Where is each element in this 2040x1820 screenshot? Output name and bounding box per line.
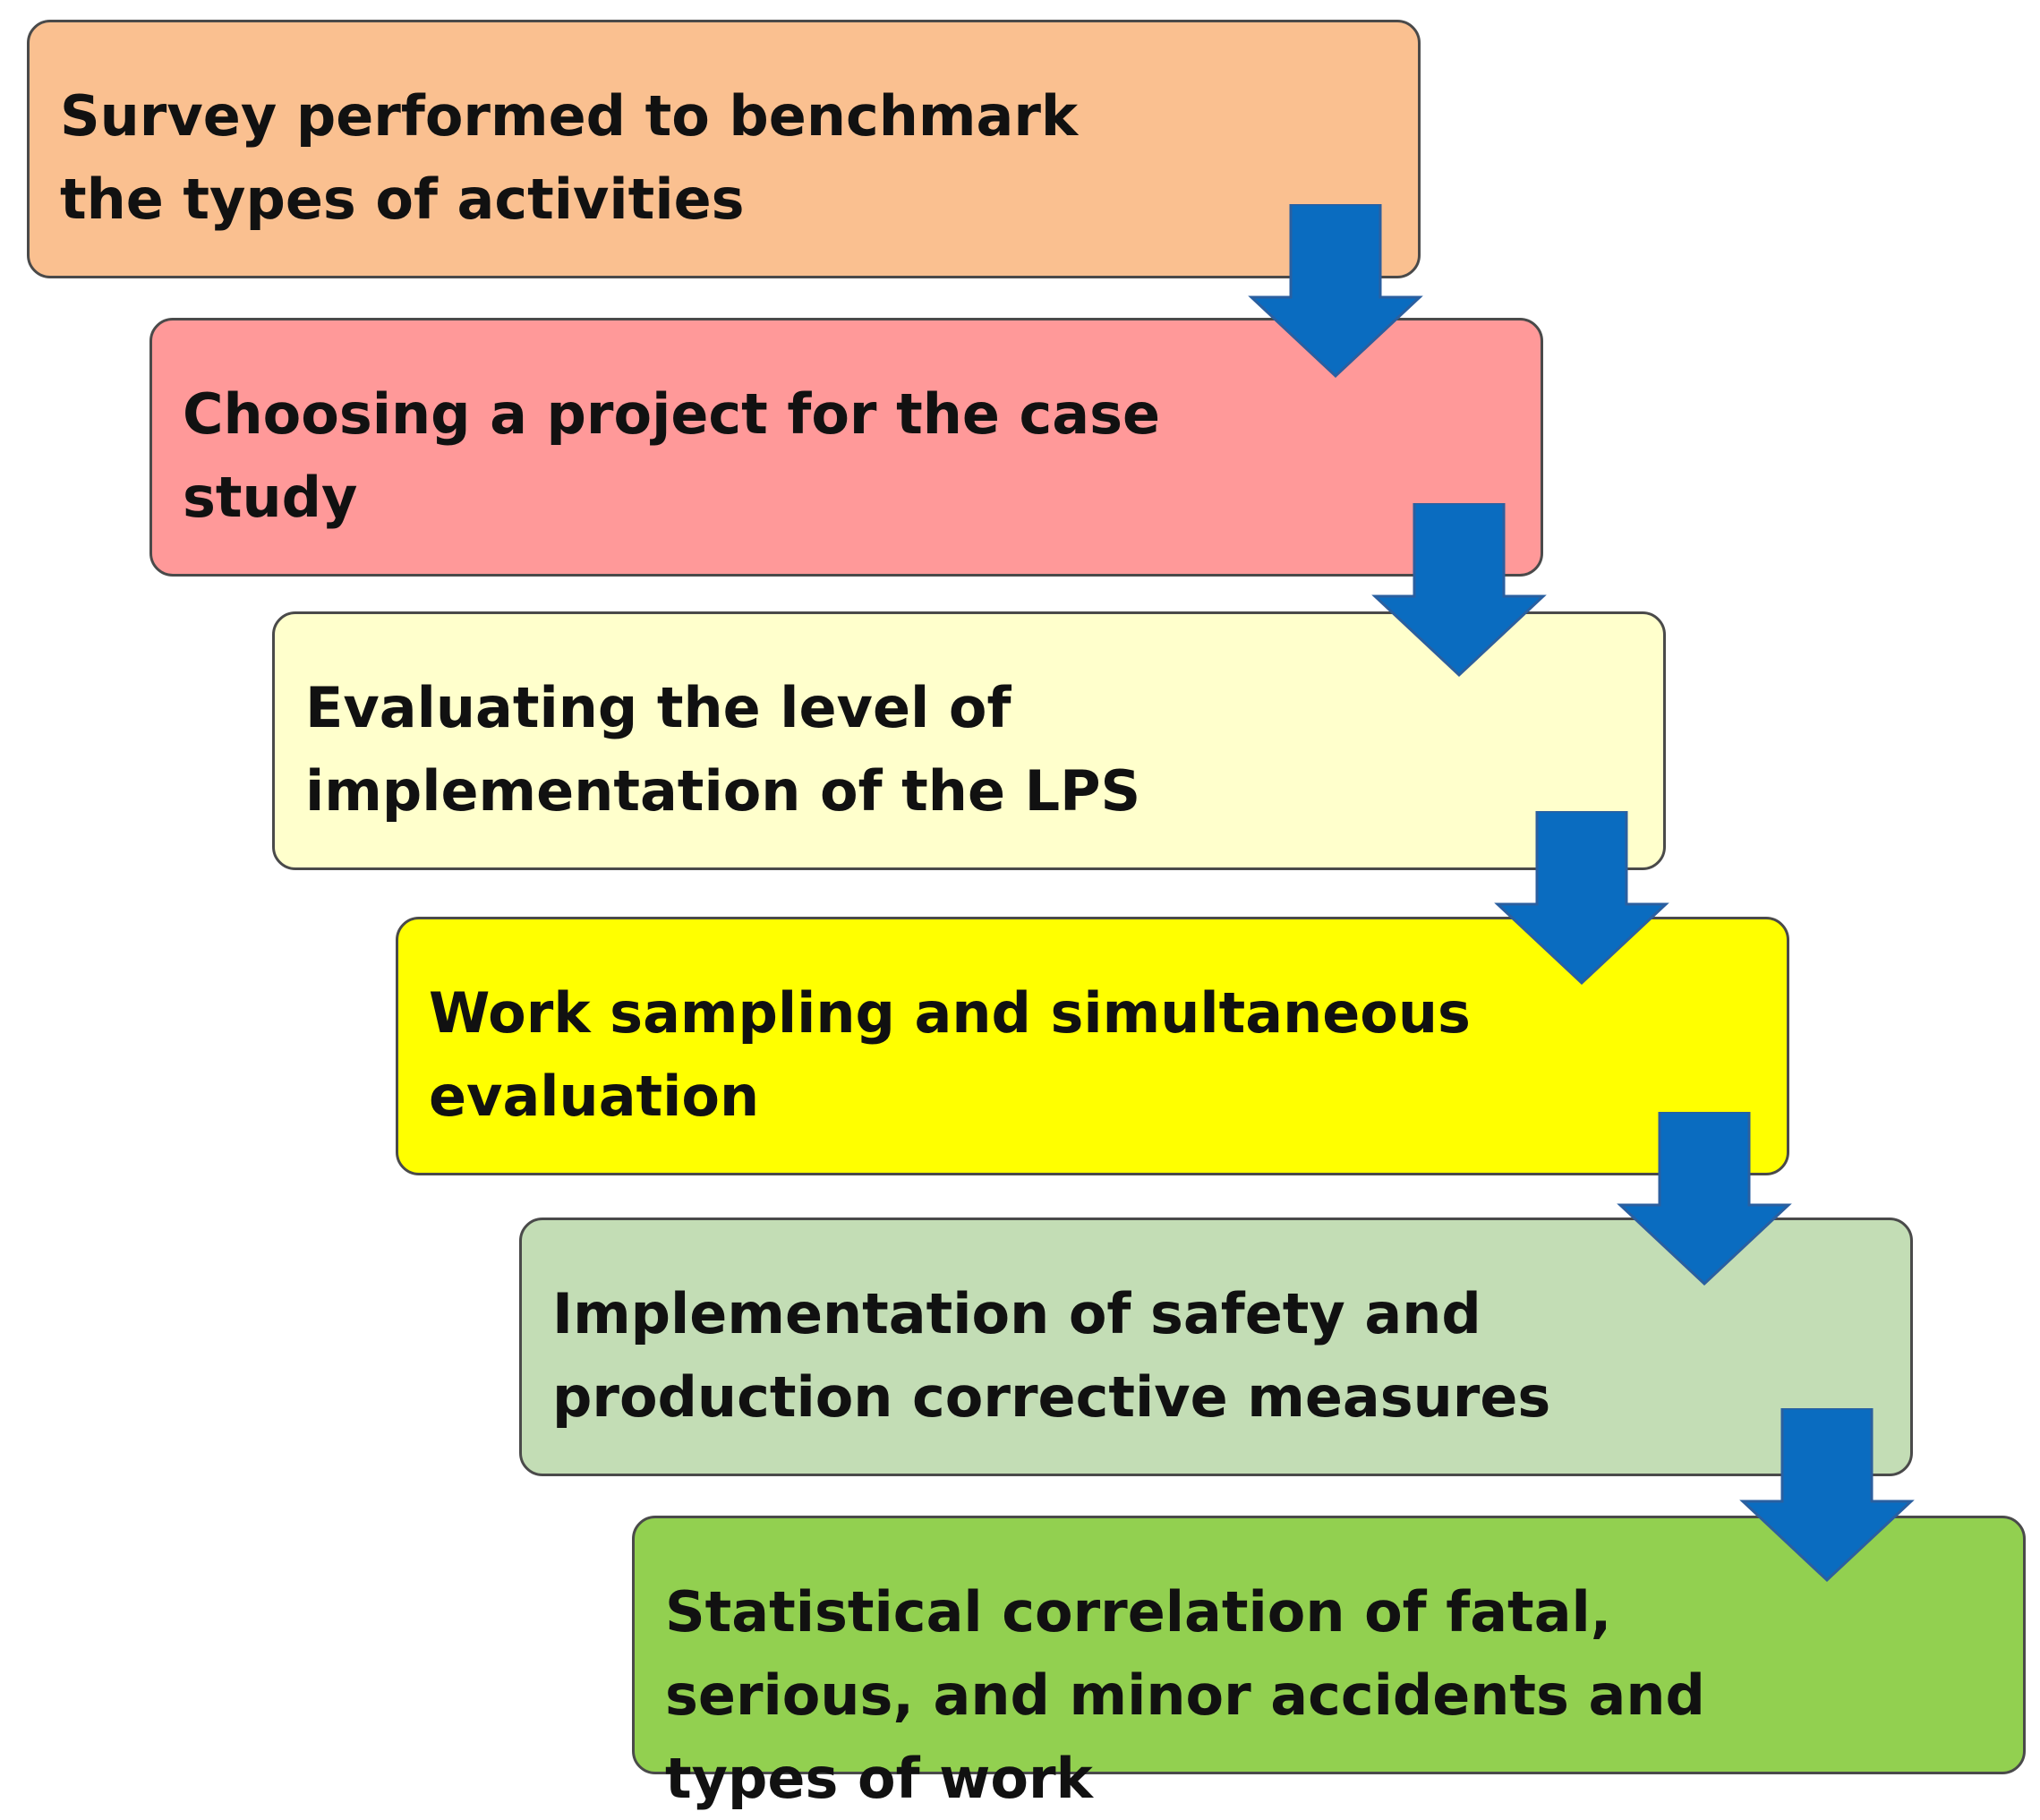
step-4-label: Work sampling and simultaneous evaluatio… bbox=[429, 980, 1471, 1129]
down-arrow-icon bbox=[1494, 811, 1669, 986]
step-1-box: Survey performed to benchmark the types … bbox=[27, 20, 1421, 278]
down-arrow-icon bbox=[1617, 1112, 1792, 1286]
down-arrow-icon bbox=[1248, 204, 1423, 379]
step-3-box: Evaluating the level of implementation o… bbox=[272, 611, 1666, 870]
step-1-label: Survey performed to benchmark the types … bbox=[60, 83, 1079, 232]
down-arrow-icon bbox=[1739, 1408, 1915, 1583]
down-arrow-icon bbox=[1371, 503, 1547, 678]
step-3-label: Evaluating the level of implementation o… bbox=[305, 675, 1141, 824]
step-2-box: Choosing a project for the case study bbox=[149, 318, 1543, 577]
step-6-label: Statistical correlation of fatal, seriou… bbox=[665, 1579, 1705, 1811]
step-2-label: Choosing a project for the case study bbox=[183, 381, 1161, 530]
step-5-label: Implementation of safety and production … bbox=[552, 1281, 1551, 1430]
step-6-box: Statistical correlation of fatal, seriou… bbox=[632, 1516, 2026, 1811]
